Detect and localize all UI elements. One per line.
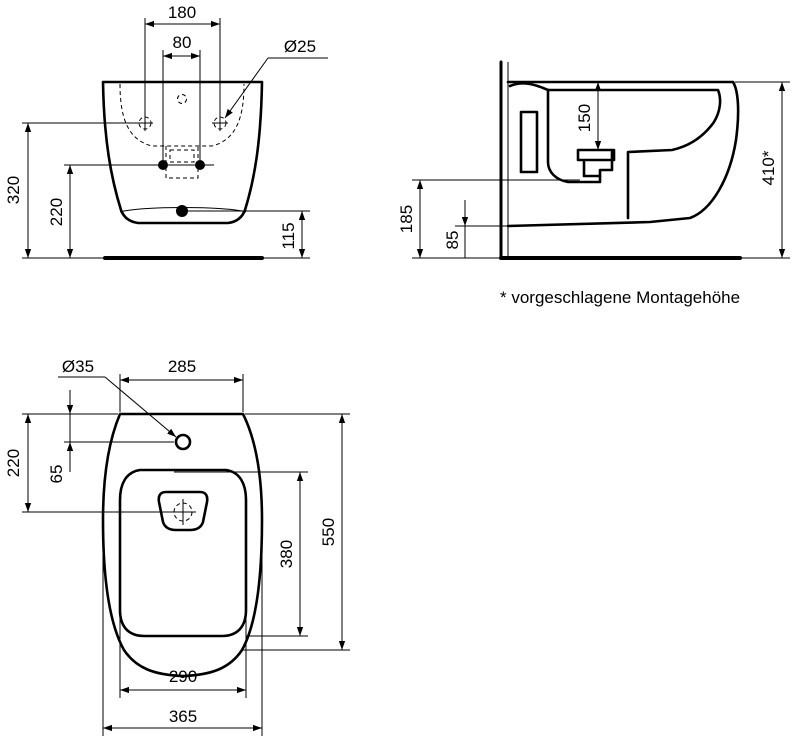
- side-dim-150: 150: [575, 104, 594, 132]
- top-drain-outline: [157, 490, 209, 532]
- front-hidden-bowl: [119, 83, 245, 147]
- top-bowl-outline: [118, 468, 248, 638]
- front-dim-320: 320: [4, 176, 23, 204]
- side-view: 150 410* 185 85 * vorgeschlagene Montage…: [397, 60, 790, 307]
- side-outlet: [576, 148, 616, 162]
- side-bidet-outline: [506, 80, 740, 228]
- side-dim-410: 410*: [759, 150, 778, 185]
- top-dim-550: 550: [319, 518, 338, 546]
- top-dim-290: 290: [169, 667, 197, 686]
- top-dim-285: 285: [168, 357, 196, 376]
- front-fixing-hole-right: [212, 115, 228, 131]
- front-drain-hole: [176, 205, 188, 217]
- side-note: * vorgeschlagene Montagehöhe: [500, 288, 740, 307]
- top-bidet-outline: [101, 412, 264, 678]
- front-view: 180 80 Ø25 320 220 115: [4, 3, 328, 260]
- side-bidet-rim: [546, 88, 614, 184]
- front-hidden-outlet: [169, 149, 195, 163]
- top-dim-380: 380: [277, 540, 296, 568]
- top-dim-365: 365: [169, 707, 197, 726]
- front-tap-hole: [177, 94, 187, 104]
- front-dim-d25: Ø25: [284, 37, 316, 56]
- front-dim-180: 180: [168, 3, 196, 22]
- side-fixing-block: [519, 110, 539, 174]
- front-bidet-outline: [101, 80, 264, 225]
- top-dim-220: 220: [4, 449, 23, 477]
- front-dim-80: 80: [173, 33, 192, 52]
- side-dim-185: 185: [397, 205, 416, 233]
- top-tap-hole: [174, 433, 192, 451]
- front-dim-220: 220: [47, 198, 66, 226]
- side-dim-85: 85: [443, 231, 462, 250]
- top-view: Ø35 285 220 65 380 550 290: [4, 357, 350, 736]
- top-dim-d35: Ø35: [62, 357, 94, 376]
- top-dim-65: 65: [47, 465, 66, 484]
- front-dim-115: 115: [279, 222, 298, 249]
- side-bidet-bowl: [546, 88, 722, 220]
